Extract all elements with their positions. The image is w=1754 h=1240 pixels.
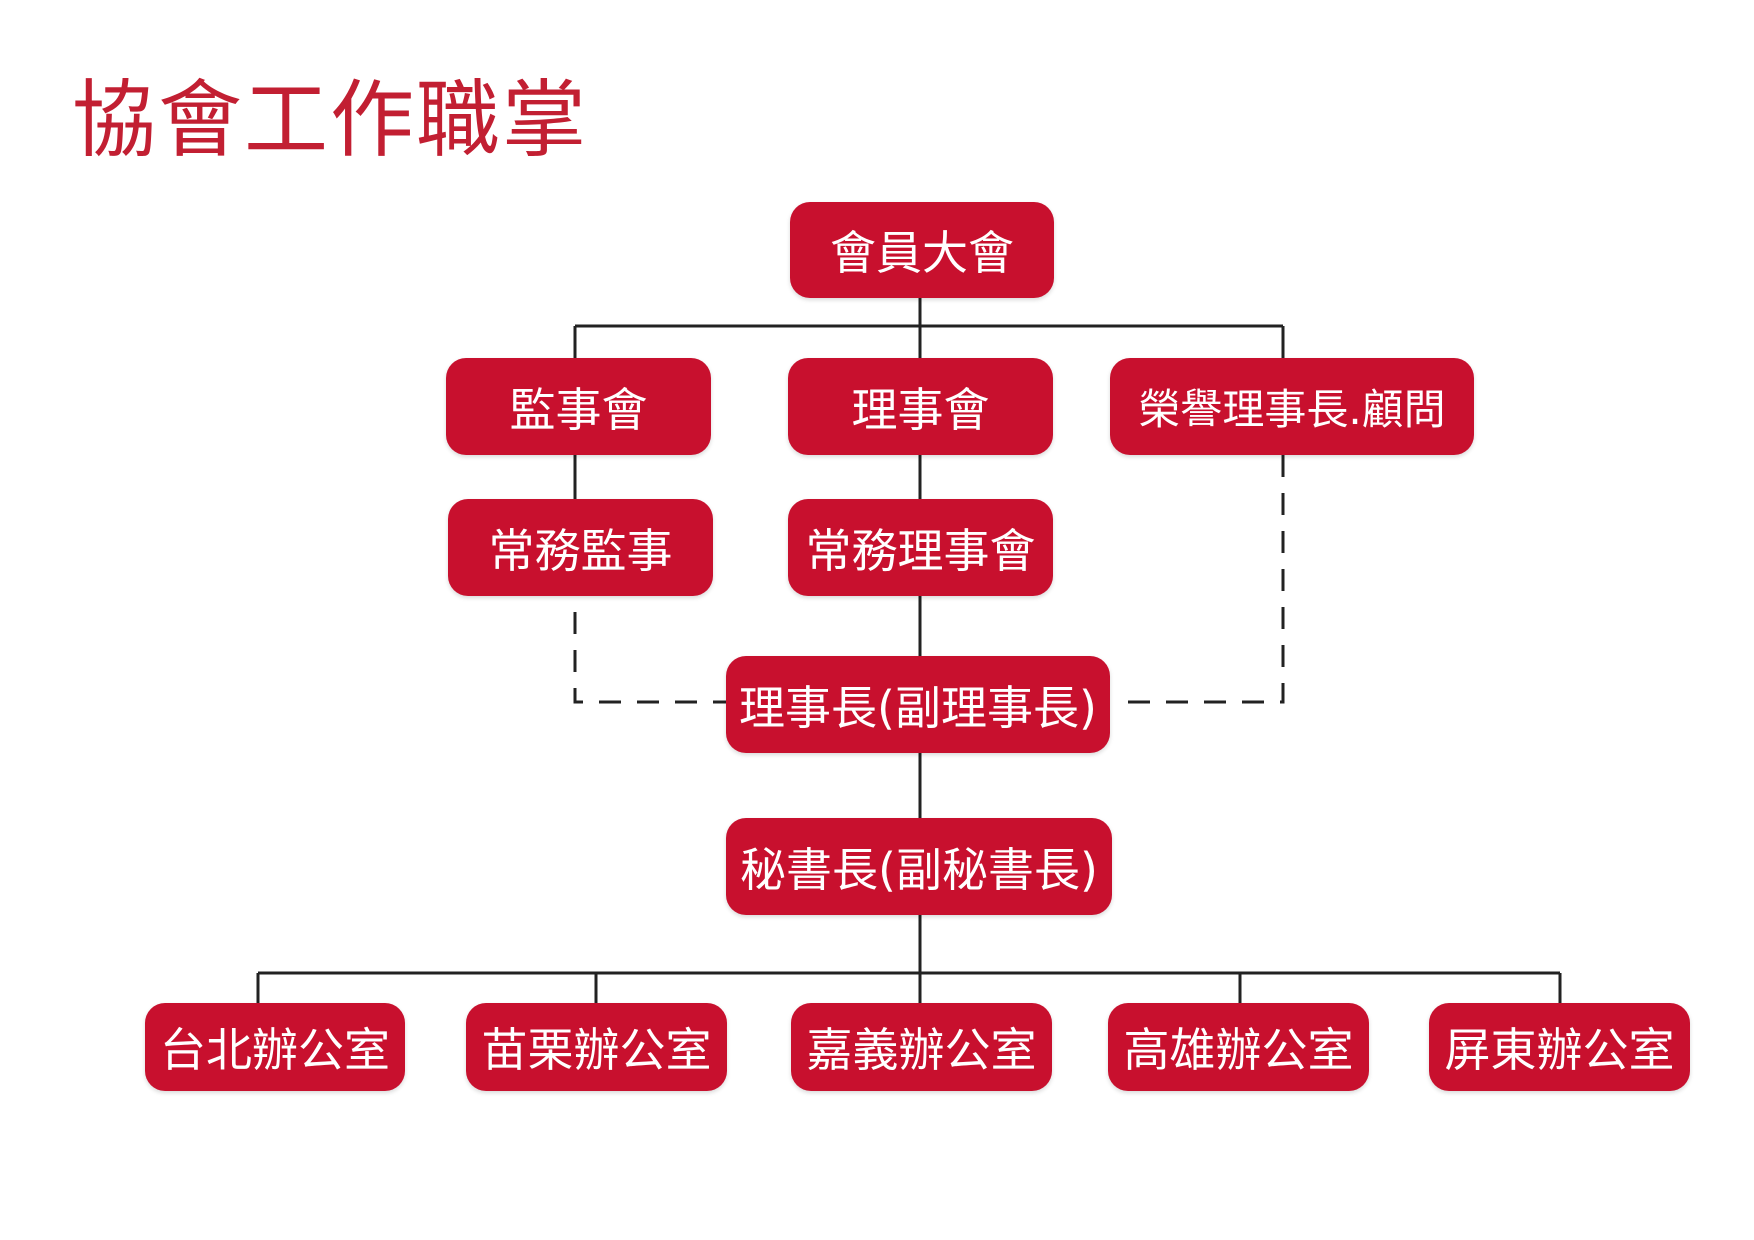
dashed-supervisor-chairman [573, 612, 726, 704]
page-title: 協會工作職掌 [72, 71, 589, 169]
node-secretary-general: 秘書長(副秘書長) [726, 818, 1112, 915]
node-standing-directors: 常務理事會 [788, 499, 1053, 596]
node-supervisors-board: 監事會 [446, 358, 711, 455]
node-office-taipei: 台北辦公室 [145, 1003, 405, 1091]
dashed-honorary-chairman [1127, 455, 1285, 704]
node-office-miaoli: 苗栗辦公室 [466, 1003, 727, 1091]
node-standing-supervisor: 常務監事 [448, 499, 713, 596]
node-office-kaohsiung: 高雄辦公室 [1108, 1003, 1369, 1091]
node-office-chiayi: 嘉義辦公室 [791, 1003, 1052, 1091]
node-honorary-advisors: 榮譽理事長.顧問 [1110, 358, 1474, 455]
node-general-assembly: 會員大會 [790, 202, 1054, 298]
node-directors-board: 理事會 [788, 358, 1053, 455]
node-office-pingtung: 屏東辦公室 [1429, 1003, 1690, 1091]
node-chairman: 理事長(副理事長) [726, 656, 1110, 753]
